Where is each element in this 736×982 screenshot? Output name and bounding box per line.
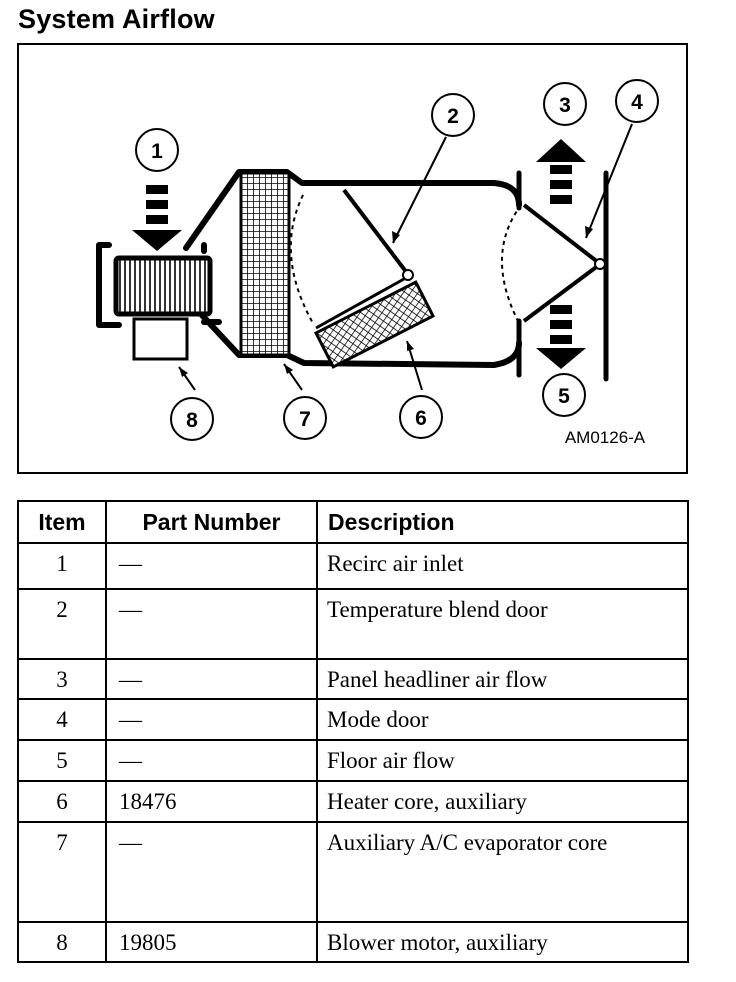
callout-arrowheads <box>179 226 593 377</box>
table-row: 3 — Panel headliner air flow <box>17 658 689 700</box>
cell-item: 6 <box>17 780 107 823</box>
callout-7-label: 7 <box>299 408 311 431</box>
blend-door-swing-arc <box>289 194 315 326</box>
table-row: 7 — Auxiliary A/C evaporator core <box>17 821 689 923</box>
heater-core <box>313 280 436 369</box>
table-row: 4 — Mode door <box>17 698 689 741</box>
airflow-diagram: 1 2 3 4 5 6 7 8 AM0126-A <box>17 43 688 474</box>
cell-description: Recirc air inlet <box>316 542 689 590</box>
table-row: 6 18476 Heater core, auxiliary <box>17 780 689 823</box>
callout-1-circle <box>135 128 179 172</box>
cell-part-number: — <box>105 588 318 660</box>
recirc-inlet-arrow <box>132 185 182 251</box>
callout-4-circle <box>615 79 659 123</box>
cell-description: Mode door <box>316 698 689 741</box>
table-row: 5 — Floor air flow <box>17 739 689 782</box>
callout-7-circle <box>283 396 327 440</box>
callout-3-circle <box>543 82 587 126</box>
cell-part-number: — <box>105 542 318 590</box>
parts-table: Item Part Number Description 1 — Recirc … <box>17 500 689 963</box>
cell-item: 3 <box>17 658 107 700</box>
cell-description: Floor air flow <box>316 739 689 782</box>
callout-5-circle <box>542 373 586 417</box>
cell-part-number: 18476 <box>105 780 318 823</box>
cell-description: Auxiliary A/C evaporator core <box>316 821 689 923</box>
cell-item: 5 <box>17 739 107 782</box>
cell-description: Blower motor, auxiliary <box>316 921 689 963</box>
cell-part-number: — <box>105 658 318 700</box>
callout-leaders <box>178 123 633 391</box>
callout-1-label: 1 <box>151 140 163 163</box>
mode-door-swing-arc <box>501 204 522 324</box>
callout-2-circle <box>431 93 475 137</box>
callout-6-label: 6 <box>415 407 427 430</box>
cell-item: 8 <box>17 921 107 963</box>
table-row: 8 19805 Blower motor, auxiliary <box>17 921 689 963</box>
header-item: Item <box>17 500 107 544</box>
cell-item: 1 <box>17 542 107 590</box>
cell-part-number: — <box>105 698 318 741</box>
outlet-flanges <box>516 170 609 382</box>
page-title: System Airflow <box>18 4 215 34</box>
cell-part-number: — <box>105 821 318 923</box>
airflow-diagram-svg: 1 2 3 4 5 6 7 8 AM0126-A <box>96 79 659 447</box>
cell-description: Heater core, auxiliary <box>316 780 689 823</box>
header-description: Description <box>316 500 689 544</box>
panel-headliner-arrow <box>536 139 586 204</box>
callout-3-label: 3 <box>559 94 571 117</box>
cell-description: Panel headliner air flow <box>316 658 689 700</box>
table-row: 1 — Recirc air inlet <box>17 542 689 590</box>
cell-item: 7 <box>17 821 107 923</box>
header-part-number: Part Number <box>105 500 318 544</box>
callout-5-label: 5 <box>558 385 570 408</box>
callout-4-label: 4 <box>631 91 643 114</box>
cell-description: Temperature blend door <box>316 588 689 660</box>
table-row: 2 — Temperature blend door <box>17 588 689 660</box>
cell-item: 4 <box>17 698 107 741</box>
callout-8-label: 8 <box>186 409 198 432</box>
cell-part-number: 19805 <box>105 921 318 963</box>
evaporator-core <box>239 171 291 357</box>
blend-door <box>342 188 409 275</box>
callout-2-label: 2 <box>447 105 459 128</box>
figure-id: AM0126-A <box>565 428 646 447</box>
blower-housing <box>113 255 213 361</box>
cell-part-number: — <box>105 739 318 782</box>
table-header-row: Item Part Number Description <box>17 500 689 544</box>
cell-item: 2 <box>17 588 107 660</box>
floor-airflow-arrow <box>536 305 586 369</box>
mode-door <box>522 203 601 323</box>
callout-6-circle <box>399 395 443 439</box>
callout-8-circle <box>170 397 214 441</box>
